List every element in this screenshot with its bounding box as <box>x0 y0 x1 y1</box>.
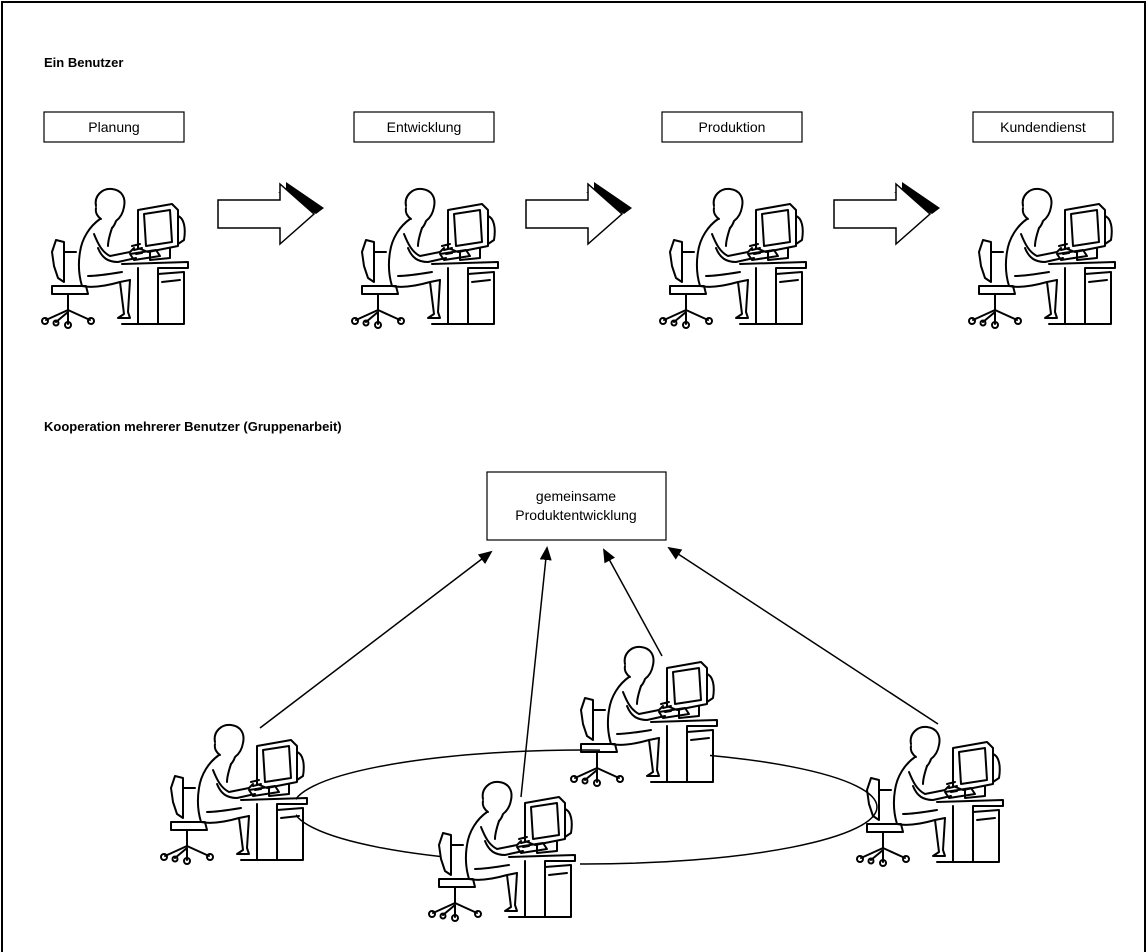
stage-box-planung: Planung <box>43 111 185 143</box>
stage-label-planung: Planung <box>88 119 139 135</box>
group-user-front <box>428 780 580 922</box>
block-arrow-icon <box>525 181 633 245</box>
shared-development-line2: Produktentwicklung <box>515 507 636 523</box>
stage-label-produktion: Produktion <box>699 119 766 135</box>
shared-development-box: gemeinsame Produktentwicklung <box>486 471 667 541</box>
stage-label-entwicklung: Entwicklung <box>387 119 462 135</box>
workstation-user-icon <box>968 187 1116 329</box>
network-ring <box>292 749 878 865</box>
heading-group-work: Kooperation mehrerer Benutzer (Gruppenar… <box>44 419 342 434</box>
shared-development-line1: gemeinsame <box>536 488 616 504</box>
workstation-user-icon <box>41 187 189 329</box>
contribution-arrow <box>603 548 663 657</box>
contribution-arrow <box>520 546 552 798</box>
group-user-right <box>856 725 1004 867</box>
contribution-arrow <box>667 546 939 725</box>
stage-box-entwicklung: Entwicklung <box>353 111 495 143</box>
group-user-back <box>570 645 718 790</box>
heading-single-user: Ein Benutzer <box>44 55 123 70</box>
group-user-left <box>160 723 308 865</box>
block-arrow-icon <box>217 181 325 245</box>
stage-box-produktion: Produktion <box>661 111 803 143</box>
workstation-user-icon <box>351 187 499 329</box>
block-arrow-icon <box>833 181 941 245</box>
stage-label-kundendienst: Kundendienst <box>1000 119 1086 135</box>
workstation-user-icon <box>659 187 807 329</box>
stage-box-kundendienst: Kundendienst <box>972 111 1114 143</box>
contribution-arrow <box>259 550 493 729</box>
